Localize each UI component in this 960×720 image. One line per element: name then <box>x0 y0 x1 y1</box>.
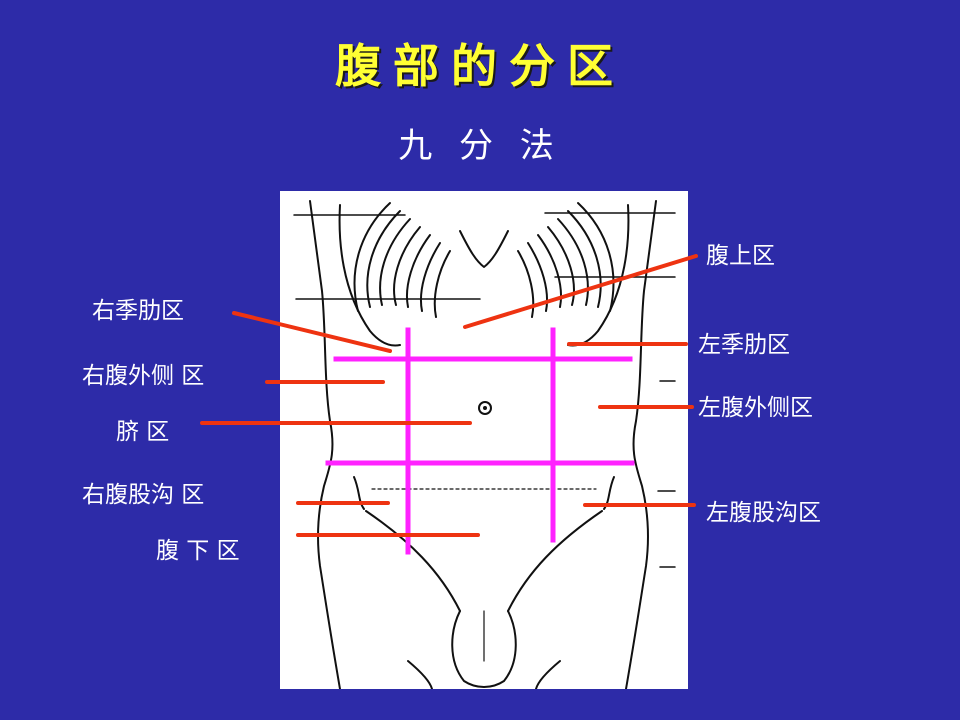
rib-cage-left <box>420 242 441 312</box>
genital-outline <box>451 610 517 688</box>
label-right-inguinal: 右腹股沟 区 <box>82 482 205 508</box>
body-outline-right <box>625 200 657 690</box>
label-epigastric: 腹上区 <box>706 243 775 269</box>
label-left-hypochondriac: 左季肋区 <box>698 332 790 358</box>
xiphoid-outline <box>459 230 509 268</box>
slide-subtitle: 九 分 法 <box>398 126 562 166</box>
label-hypogastric: 腹 下 区 <box>156 538 240 564</box>
inguinal-fold-right <box>507 510 603 612</box>
rib-cage-left <box>406 234 431 308</box>
label-right-lumbar: 右腹外侧 区 <box>82 363 205 389</box>
rib-cage-left <box>366 210 401 308</box>
rib-cage-right <box>577 202 615 312</box>
torso-outline-drawing <box>293 200 676 690</box>
rib-cage-left <box>353 202 391 312</box>
thigh-line-left <box>407 660 433 690</box>
torso-figure-panel <box>280 191 688 690</box>
rib-cage-right <box>567 210 602 308</box>
rib-cage-left <box>393 226 421 306</box>
thigh-line-right <box>535 660 561 690</box>
rib-cage-right <box>527 242 548 312</box>
label-right-hypochondriac: 右季肋区 <box>92 298 184 324</box>
costal-margin-left <box>338 204 401 347</box>
rib-cage-left <box>433 250 451 318</box>
navel-center <box>483 406 487 410</box>
rib-cage-right <box>547 226 575 306</box>
iliac-crest-left <box>353 476 365 510</box>
rib-cage-left <box>379 218 411 306</box>
body-outline-left <box>309 200 341 690</box>
rib-cage-right <box>557 218 589 306</box>
label-umbilical: 脐 区 <box>116 419 170 445</box>
right-hypochondriac-pointer-line <box>232 311 392 353</box>
inguinal-fold-left <box>365 510 461 612</box>
navel <box>478 401 492 415</box>
epigastric-pointer-line <box>463 254 698 329</box>
rib-cage-right <box>517 250 535 318</box>
label-left-inguinal: 左腹股沟区 <box>706 500 821 526</box>
label-left-lumbar: 左腹外侧区 <box>698 395 813 421</box>
rib-cage-right <box>537 234 562 308</box>
slide-title: 腹部的分区 <box>335 39 625 93</box>
